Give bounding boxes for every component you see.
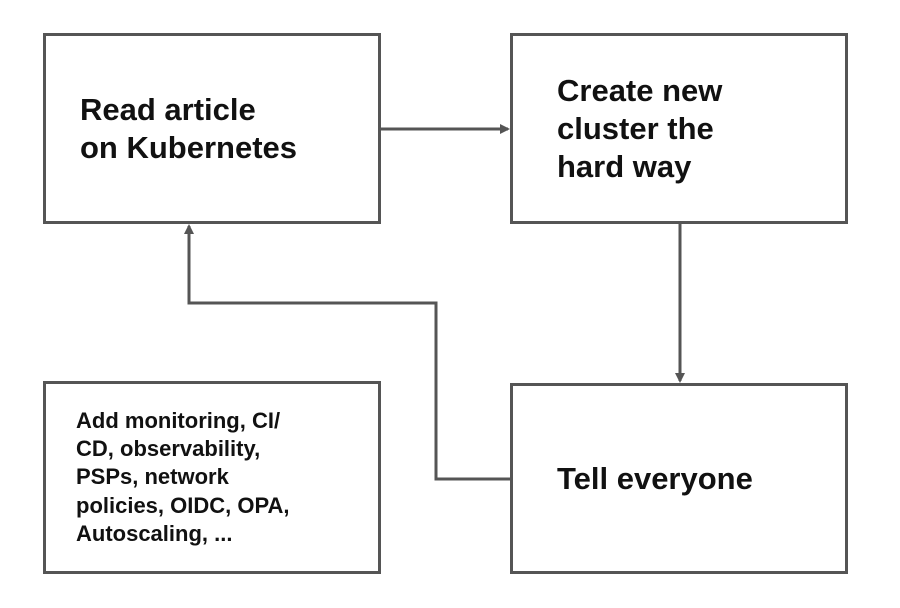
node-read-article: Read article on Kubernetes: [43, 33, 381, 224]
arrow-tell-to-read: [184, 224, 510, 481]
node-create-cluster: Create new cluster the hard way: [510, 33, 848, 224]
node-create-cluster-label: Create new cluster the hard way: [557, 73, 723, 184]
node-tell-everyone-label: Tell everyone: [557, 460, 753, 496]
node-tell-everyone: Tell everyone: [510, 383, 848, 574]
node-read-article-label: Read article on Kubernetes: [80, 92, 298, 165]
node-add-monitoring-label: Add monitoring, CI/ CD, observability, P…: [76, 408, 290, 546]
node-add-monitoring: Add monitoring, CI/ CD, observability, P…: [43, 381, 381, 574]
